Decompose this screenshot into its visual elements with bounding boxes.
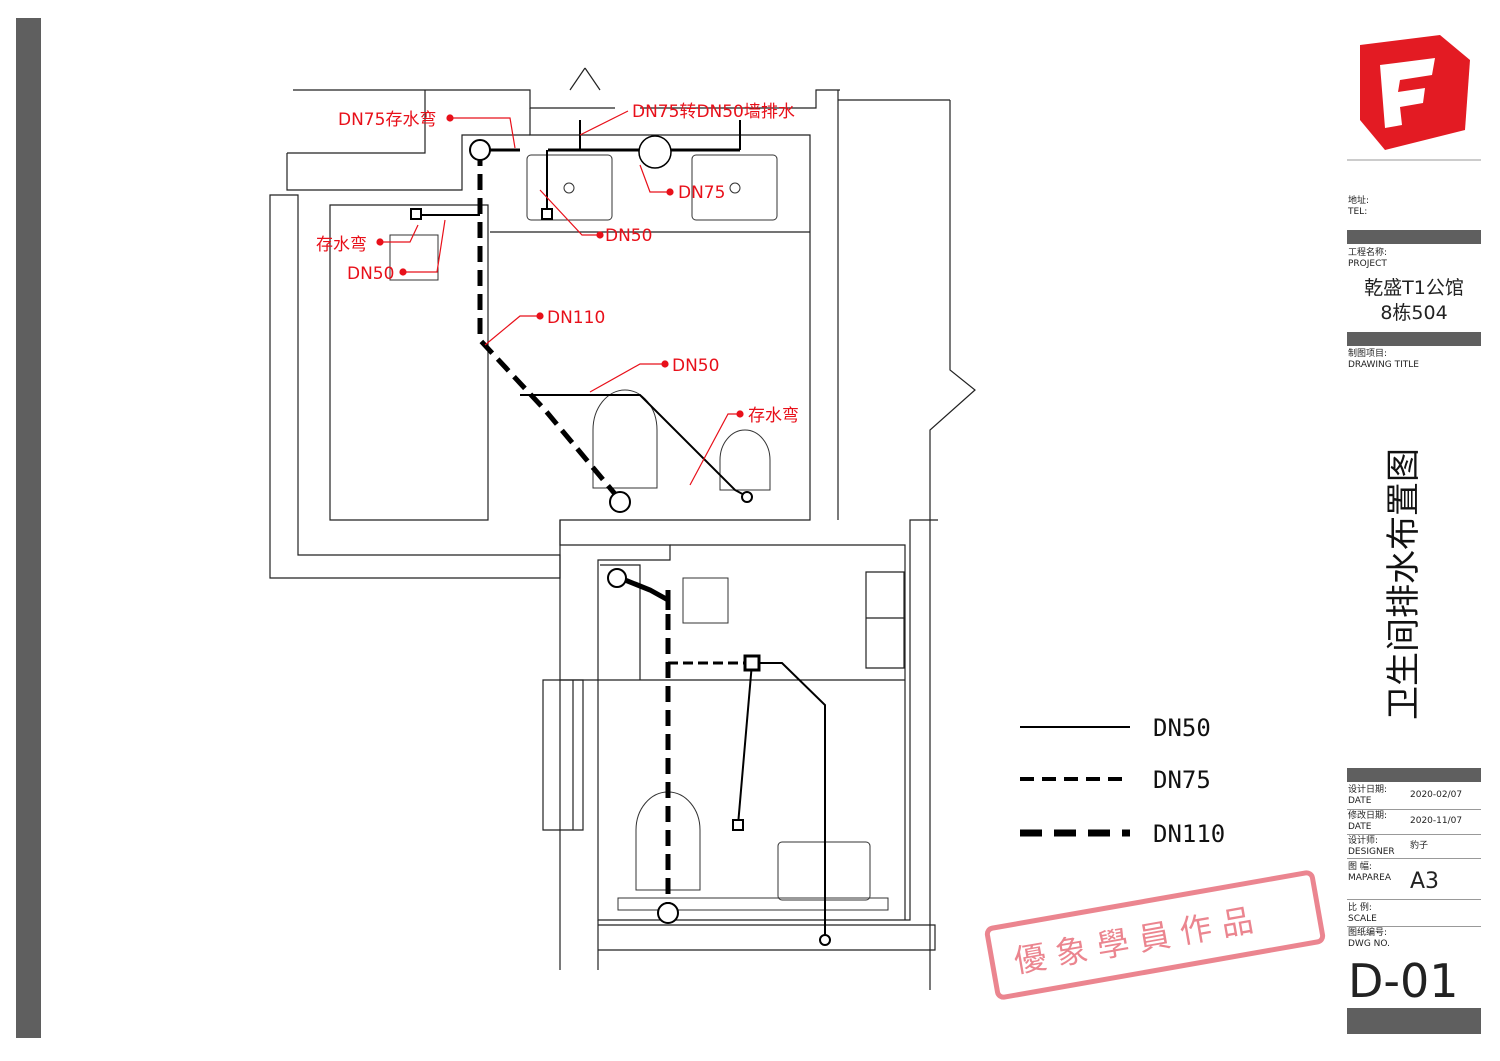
scale: 比 例:SCALE: [1348, 903, 1377, 924]
label-trap-a: 存水弯: [316, 235, 367, 255]
label-dn110: DN110: [547, 308, 605, 328]
shower-valve: [682, 577, 729, 624]
label-dn50-c: DN50: [672, 356, 719, 376]
walls: [269, 67, 976, 990]
label-dn75-to-dn50: DN75转DN50墙排水: [632, 102, 795, 122]
label-dn75: DN75: [678, 183, 725, 203]
title-bar: [1347, 1008, 1481, 1034]
title-bar: [1347, 230, 1481, 244]
sink-1: [526, 154, 613, 221]
dwg-no-label: 图纸编号:DWG NO.: [1348, 928, 1390, 949]
legend: DN50 DN75 DN110: [1020, 714, 1225, 848]
fixtures: [389, 154, 889, 911]
annotation-leaders: [376, 110, 744, 486]
stamp: 優象學員作品: [984, 870, 1326, 1000]
pipes: [416, 120, 826, 940]
logo: [1360, 35, 1470, 150]
project-label: 工程名称:PROJECT: [1348, 248, 1388, 269]
title-bar: [1347, 332, 1481, 346]
toilet-1: [592, 389, 658, 489]
shower-mixer: [389, 234, 439, 281]
address-label: 地址:TEL:: [1348, 196, 1370, 217]
label-trap-b: 存水弯: [748, 406, 799, 426]
dwg-number: D-01: [1348, 954, 1459, 1008]
drawing-title: 卫生间排水布置图: [1384, 448, 1424, 720]
label-dn50-b: DN50: [347, 264, 394, 284]
drawing-title-label: 制图项目:DRAWING TITLE: [1348, 349, 1419, 370]
bidet: [719, 429, 771, 491]
title-bar: [1347, 768, 1481, 782]
sink-2: [691, 154, 778, 221]
legend-label: DN50: [1153, 714, 1211, 742]
pipe-dn50: [520, 394, 749, 498]
pipe-dn110-1: [477, 150, 622, 502]
svg-text:優象學員作品: 優象學員作品: [1011, 899, 1266, 980]
label-dn50-a: DN50: [605, 226, 652, 246]
legend-label: DN110: [1153, 820, 1225, 848]
label-dn75-trap: DN75存水弯: [338, 110, 436, 130]
left-margin-bar: [16, 18, 41, 1038]
legend-label: DN75: [1153, 766, 1211, 794]
